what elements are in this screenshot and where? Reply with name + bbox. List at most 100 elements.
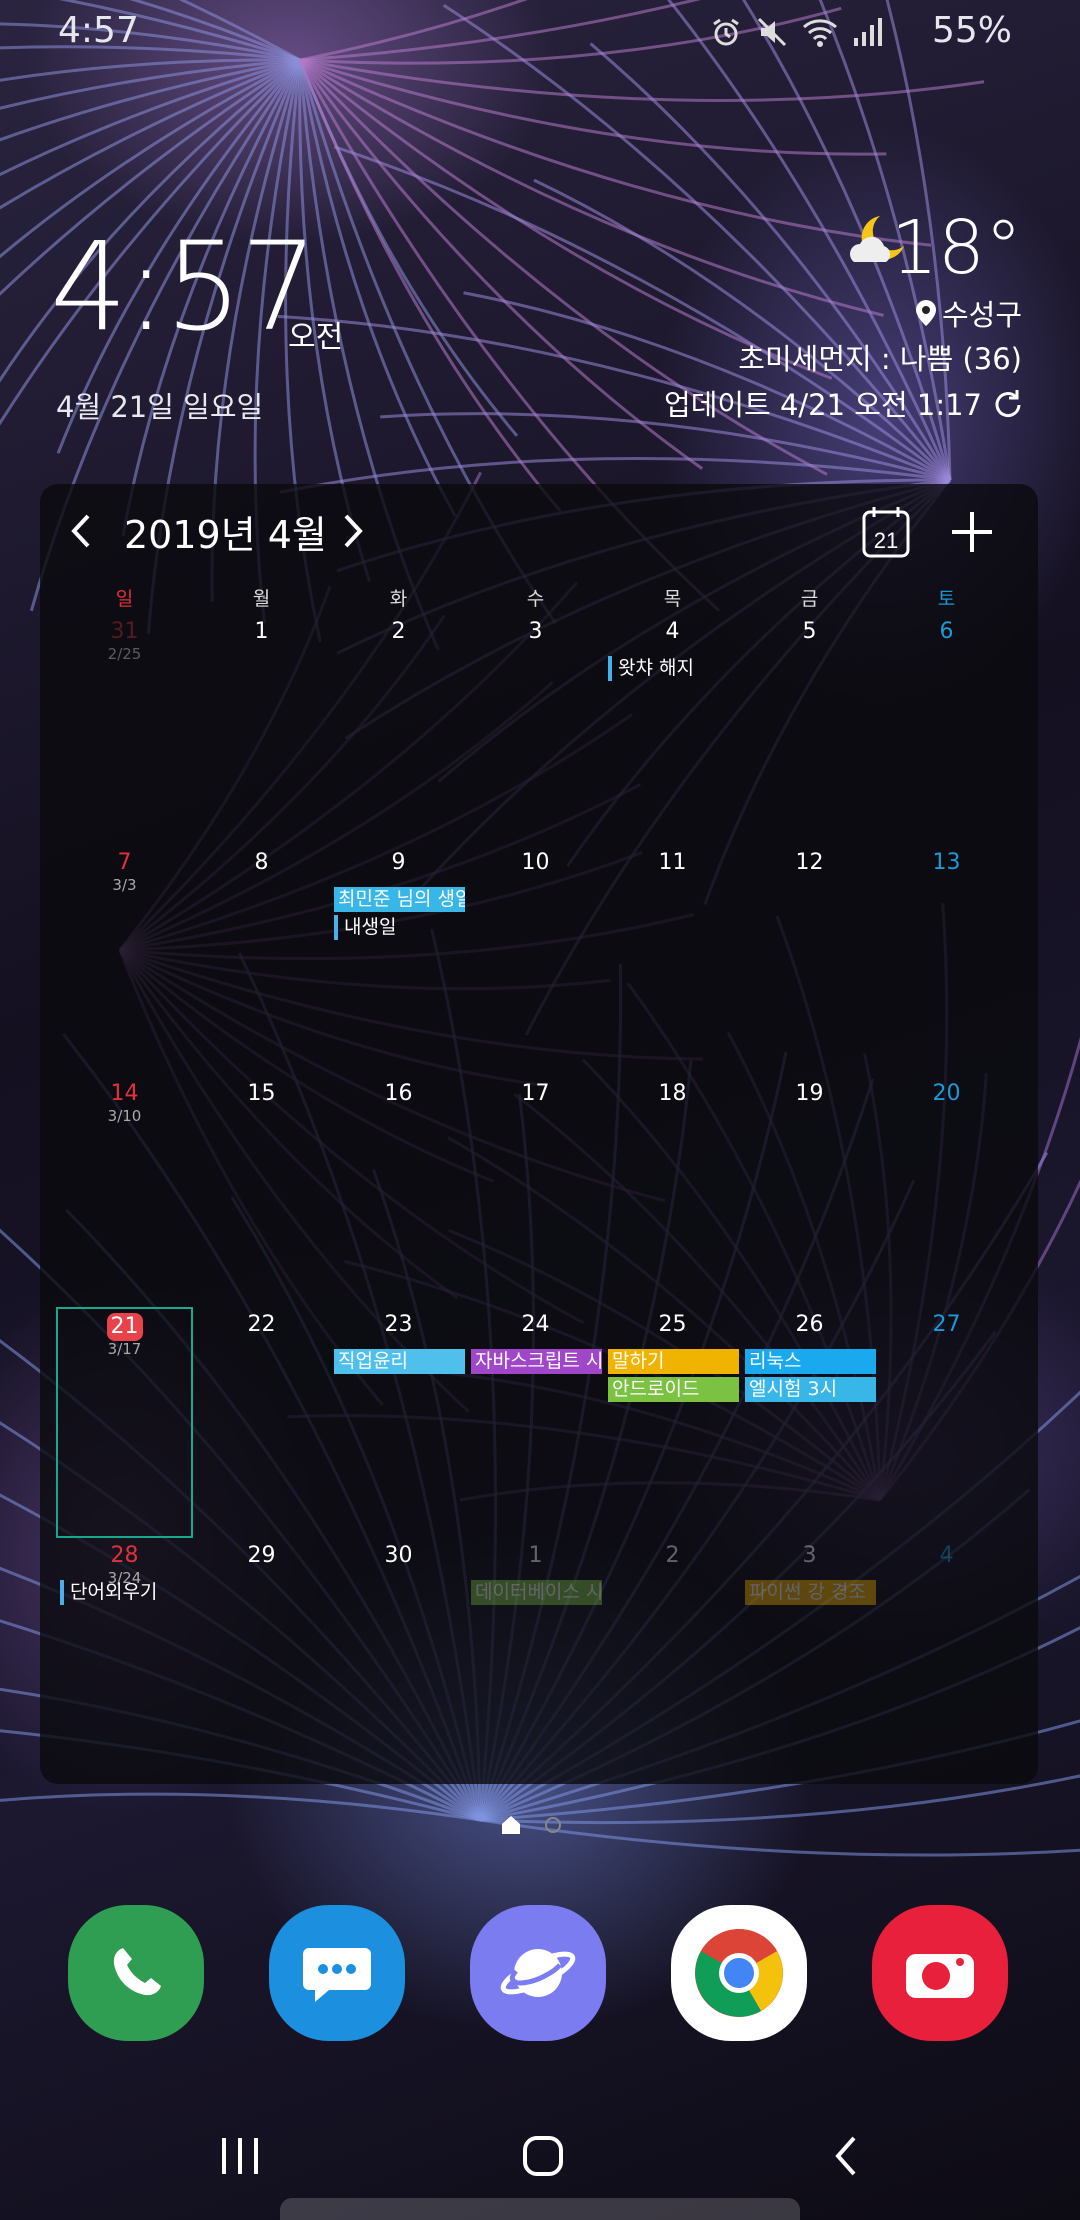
- status-bar: 4:57 55%: [0, 0, 1080, 66]
- today-calendar-icon[interactable]: 21: [860, 504, 912, 560]
- weekday-label: 일: [115, 588, 134, 610]
- calendar-day[interactable]: 10: [467, 845, 604, 1076]
- add-event-icon[interactable]: [944, 504, 1000, 560]
- calendar-day[interactable]: 1: [467, 1538, 604, 1769]
- day-number: 25: [658, 1312, 687, 1337]
- calendar-day[interactable]: 8: [193, 845, 330, 1076]
- calendar-event[interactable]: 단어외우기: [60, 1580, 191, 1605]
- day-number: 24: [521, 1312, 550, 1337]
- day-number: 16: [384, 1081, 413, 1106]
- calendar-day[interactable]: 15: [193, 1076, 330, 1307]
- calendar-event[interactable]: 리눅스: [745, 1349, 876, 1374]
- wallpaper-frond: [279, 457, 951, 494]
- messages-app-icon[interactable]: [269, 1905, 405, 2041]
- wallpaper-frond: [277, 314, 951, 482]
- calendar-event[interactable]: 엘시험 3시: [745, 1377, 876, 1402]
- moon-cloud-icon[interactable]: [846, 212, 916, 272]
- calendar-day[interactable]: 24: [467, 1307, 604, 1538]
- wallpaper-frond: [0, 58, 301, 210]
- wallpaper-frond: [0, 1792, 481, 1822]
- refresh-icon[interactable]: [992, 388, 1022, 418]
- calendar-day[interactable]: 4: [604, 614, 741, 845]
- day-number: 11: [658, 850, 687, 875]
- calendar-day[interactable]: 2: [330, 614, 467, 845]
- camera-app-icon[interactable]: [872, 1905, 1008, 2041]
- calendar-event[interactable]: 자바스크립트 시: [471, 1349, 602, 1374]
- day-number: 10: [521, 850, 550, 875]
- calendar-day[interactable]: 12: [741, 845, 878, 1076]
- day-number: 29: [247, 1543, 276, 1568]
- day-number: 3: [528, 619, 543, 644]
- calendar-day[interactable]: 20: [878, 1076, 1015, 1307]
- weekday-label: 토: [937, 588, 956, 610]
- weather-update[interactable]: 업데이트 4/21 오전 1:17: [664, 382, 1022, 424]
- calendar-event[interactable]: 안드로이드: [608, 1377, 739, 1402]
- home-button[interactable]: [503, 2124, 583, 2188]
- wallpaper-frond: [299, 0, 528, 62]
- calendar-event[interactable]: 왓챠 해지: [608, 656, 739, 681]
- phone-app-icon[interactable]: [68, 1905, 204, 2041]
- weekday-label: 월: [252, 588, 271, 610]
- status-icons: [710, 14, 884, 50]
- clock-ampm: 오전: [288, 320, 344, 355]
- wallpaper-frond: [0, 58, 301, 259]
- calendar-day[interactable]: 11: [604, 845, 741, 1076]
- calendar-day[interactable]: 3: [741, 1538, 878, 1769]
- calendar-month-title[interactable]: 2019년 4월: [124, 513, 327, 557]
- weather-location[interactable]: 수성구: [915, 292, 1022, 334]
- calendar-event[interactable]: 최민준 님의 생일: [334, 887, 465, 912]
- chevron-left-icon[interactable]: [60, 504, 104, 558]
- calendar-day[interactable]: 13: [878, 845, 1015, 1076]
- calendar-event[interactable]: 파이썬 강 경조: [745, 1580, 876, 1605]
- wallpaper-frond: [479, 1774, 1080, 1825]
- weather-temperature[interactable]: 18°: [890, 205, 1022, 291]
- calendar-event[interactable]: 직업윤리: [334, 1349, 465, 1374]
- chrome-app-icon[interactable]: [671, 1905, 807, 2041]
- calendar-day[interactable]: 22: [193, 1307, 330, 1538]
- wallpaper-frond: [818, 0, 952, 481]
- clock-date[interactable]: 4월 21일 일요일: [56, 390, 264, 424]
- calendar-day[interactable]: 26: [741, 1307, 878, 1538]
- calendar-day[interactable]: 3: [467, 614, 604, 845]
- wallpaper-frond: [0, 58, 302, 426]
- calendar-day[interactable]: 5: [741, 614, 878, 845]
- day-number: 31: [110, 619, 139, 644]
- calendar-day[interactable]: 30: [330, 1538, 467, 1769]
- calendar-day[interactable]: 4: [878, 1538, 1015, 1769]
- calendar-day[interactable]: 29: [193, 1538, 330, 1769]
- calendar-day[interactable]: 16: [330, 1076, 467, 1307]
- clock-time[interactable]: 4:57: [50, 216, 318, 358]
- calendar-day[interactable]: 25: [604, 1307, 741, 1538]
- internet-app-icon[interactable]: [470, 1905, 606, 2041]
- calendar-event[interactable]: 말하기: [608, 1349, 739, 1374]
- calendar-day[interactable]: 2: [604, 1538, 741, 1769]
- day-number: 3: [802, 1543, 817, 1568]
- day-number: 4: [665, 619, 680, 644]
- weather-update-label: 업데이트 4/21 오전 1:17: [664, 388, 982, 422]
- calendar-day[interactable]: 1: [193, 614, 330, 845]
- calendar-event[interactable]: 데이터베이스 시: [471, 1580, 602, 1605]
- wallpaper-frond: [0, 58, 301, 82]
- calendar-day[interactable]: 6: [878, 614, 1015, 845]
- calendar-day[interactable]: 17: [467, 1076, 604, 1307]
- calendar-day[interactable]: 19: [741, 1076, 878, 1307]
- recents-button[interactable]: [200, 2124, 280, 2188]
- back-button[interactable]: [806, 2124, 886, 2188]
- status-time: 4:57: [58, 10, 139, 51]
- calendar-day[interactable]: 23: [330, 1307, 467, 1538]
- calendar-day[interactable]: 9: [330, 845, 467, 1076]
- alarm-icon: [713, 18, 739, 46]
- calendar-day[interactable]: 18: [604, 1076, 741, 1307]
- calendar-day[interactable]: 27: [878, 1307, 1015, 1538]
- chevron-right-icon[interactable]: [330, 504, 374, 558]
- weekday-label: 수: [526, 588, 545, 610]
- calendar-event[interactable]: 내생일: [334, 915, 465, 940]
